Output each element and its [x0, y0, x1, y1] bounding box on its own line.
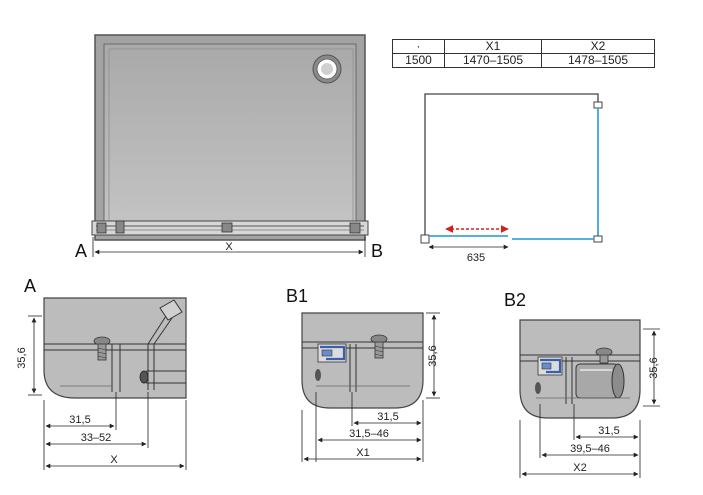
- door-plan-diagram: [420, 93, 603, 250]
- table-row: 1500 1470–1505 1478–1505: [392, 53, 655, 68]
- detail-b1-title: B1: [286, 286, 308, 306]
- detail-b1-dim-1: 31,5: [377, 411, 398, 423]
- top-view-dimension-x: X: [225, 241, 233, 253]
- detail-b1-dim-3: X1: [356, 447, 369, 459]
- detail-a-drawing: [28, 297, 187, 470]
- detail-b2-dim-1: 31,5: [598, 425, 619, 437]
- size-table: · X1 X2 1500 1470–1505 1478–1505: [392, 39, 655, 68]
- shower-tray-top-view: [91, 34, 369, 257]
- detail-a-dim-2: 33–52: [81, 432, 112, 444]
- profile-seal-icon: [535, 356, 563, 394]
- drain-icon: [312, 54, 342, 84]
- detail-a-height-label: 35,6: [16, 347, 28, 368]
- detail-b1-height-label: 35,6: [427, 345, 439, 366]
- table-cell: 1478–1505: [541, 53, 655, 68]
- profile-seal-icon: [315, 343, 347, 381]
- table-cell: 1470–1505: [444, 53, 542, 68]
- table-cell: 1500: [392, 53, 445, 68]
- section-label-a: A: [75, 241, 87, 261]
- screw-icon: [93, 336, 111, 361]
- door-opening-dimension: 635: [467, 252, 485, 264]
- detail-b2-drawing: [519, 319, 660, 478]
- screw-icon: [370, 334, 388, 359]
- detail-b1-drawing: [301, 312, 440, 462]
- detail-a-dim-3: X: [110, 454, 118, 466]
- table-header-row: · X1 X2: [392, 39, 655, 54]
- detail-a-dim-1: 31,5: [69, 414, 90, 426]
- detail-a-title: A: [24, 276, 36, 296]
- detail-b2-height-label: 35,6: [648, 357, 660, 378]
- detail-b2-title: B2: [504, 290, 526, 310]
- section-label-b: B: [371, 241, 383, 261]
- detail-b2-dim-3: X2: [573, 462, 586, 474]
- detail-b1-dim-2: 31,5–46: [349, 428, 389, 440]
- detail-b2-dim-2: 39,5–46: [570, 443, 610, 455]
